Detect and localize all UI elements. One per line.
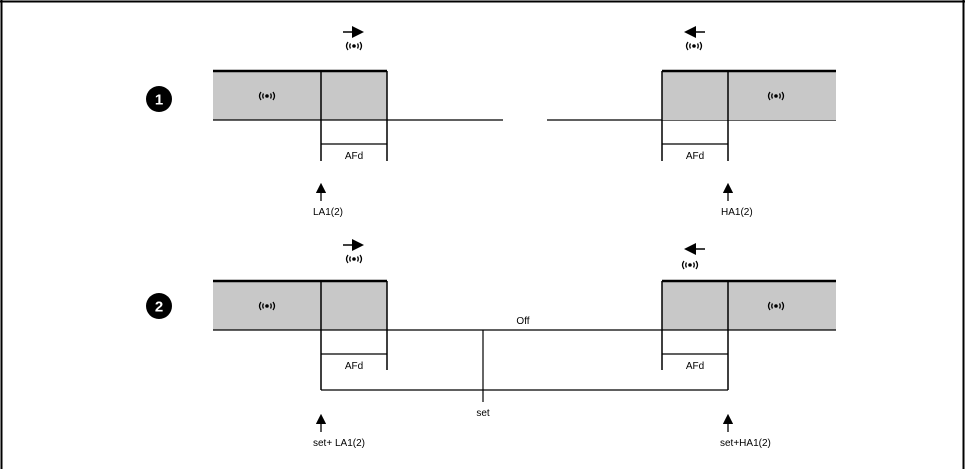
- afd-left-label: AFd: [345, 361, 363, 372]
- high-threshold-label: set+HA1(2): [720, 438, 771, 449]
- diagram-2: 2 AFd Off set set+ LA1(2) AFd: [146, 239, 836, 449]
- low-alarm-delay-zone: [321, 281, 387, 330]
- afd-right-label: AFd: [686, 361, 704, 372]
- high-alarm-delay-zone: [662, 71, 728, 120]
- badge-2-label: 2: [155, 299, 163, 316]
- badge-1: [146, 86, 172, 112]
- low-threshold-label: LA1(2): [313, 207, 343, 218]
- badge-2: [146, 293, 172, 319]
- buzzer-icon: [685, 41, 703, 51]
- low-threshold-label: set+ LA1(2): [313, 438, 365, 449]
- buzzer-icon: [345, 254, 363, 264]
- afd-left-label: AFd: [345, 151, 363, 162]
- badge-1-label: 1: [155, 92, 163, 109]
- buzzer-icon: [345, 41, 363, 51]
- high-alarm-zone: [728, 281, 836, 330]
- diagram-1: 1 AFd LA1(2) AFd HA1(2): [146, 26, 836, 218]
- buzzer-icon: [681, 260, 699, 270]
- set-label: set: [476, 408, 490, 419]
- high-alarm-zone: [728, 71, 836, 120]
- afd-right-label: AFd: [686, 151, 704, 162]
- high-alarm-delay-zone: [662, 281, 728, 330]
- low-alarm-delay-zone: [321, 71, 387, 120]
- off-label: Off: [516, 316, 529, 327]
- high-threshold-label: HA1(2): [721, 207, 753, 218]
